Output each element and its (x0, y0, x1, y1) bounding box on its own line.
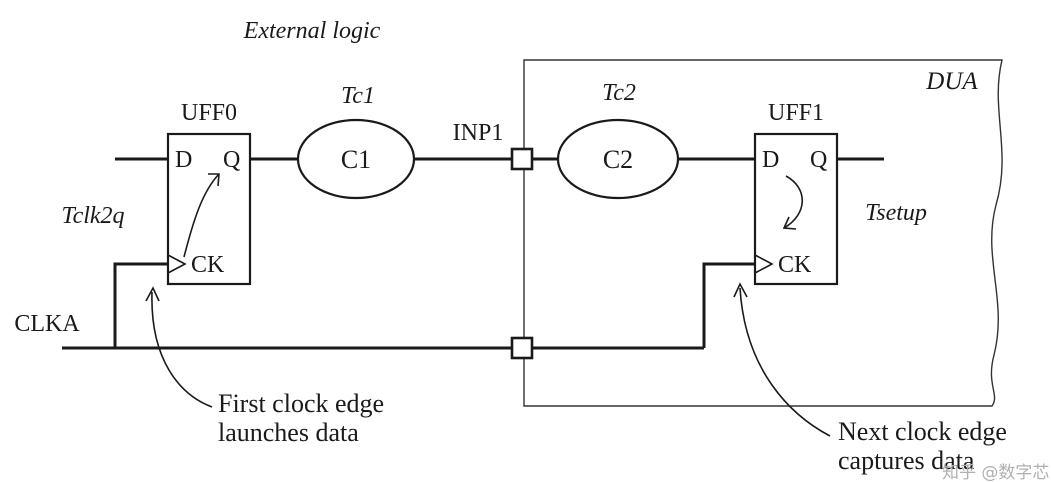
uff1-clock-triangle (754, 254, 774, 274)
uff1-box (753, 132, 839, 286)
dua-label: DUA (925, 68, 978, 95)
launch-note-line2: launches data (218, 418, 359, 447)
capture-pointer-line (739, 287, 831, 437)
tc1-label: Tc1 (341, 83, 375, 109)
uff1-name: UFF1 (768, 100, 824, 126)
setup-arrowhead (782, 216, 797, 230)
tclk2q-label: Tclk2q (61, 203, 124, 229)
uff1-q-pin: Q (810, 147, 827, 173)
clk-to-q-arrowhead (208, 173, 220, 187)
capture-pointer-arrowhead (733, 282, 748, 298)
c1-logic-cloud (296, 118, 416, 200)
clk-to-q-arrow (183, 173, 220, 258)
clka-to-uff0-wire (113, 262, 168, 348)
inp1-label: INP1 (453, 120, 504, 146)
uff0-q-pin: Q (223, 147, 240, 173)
c1-label: C1 (341, 145, 371, 174)
capture-note-line2: captures data (838, 446, 975, 475)
c2-label: C2 (603, 145, 633, 174)
uff0-ck-pin: CK (191, 252, 225, 278)
c2-logic-cloud (556, 118, 680, 200)
clka-port (510, 336, 534, 360)
tc2-label: Tc2 (602, 80, 636, 106)
uff0-box (166, 132, 252, 286)
uff0-d-pin: D (175, 147, 192, 173)
launch-pointer-arrowhead (145, 286, 160, 302)
setup-arrow (783, 175, 803, 229)
clka-label: CLKA (14, 311, 80, 337)
uff0-name: UFF0 (181, 100, 237, 126)
tsetup-label: Tsetup (865, 200, 927, 226)
watermark-text: 知乎 @数字芯 (942, 463, 1049, 482)
inp1-port (510, 147, 534, 171)
launch-pointer-line (151, 291, 213, 408)
capture-note-line1: Next clock edge (838, 417, 1007, 446)
clka-to-uff1-wire (702, 262, 755, 348)
uff0-clock-triangle (167, 254, 187, 274)
dua-boundary (523, 59, 1003, 407)
uff1-ck-pin: CK (778, 252, 812, 278)
uff1-d-pin: D (762, 147, 779, 173)
external-logic-label: External logic (243, 18, 381, 44)
launch-note-line1: First clock edge (218, 389, 384, 418)
